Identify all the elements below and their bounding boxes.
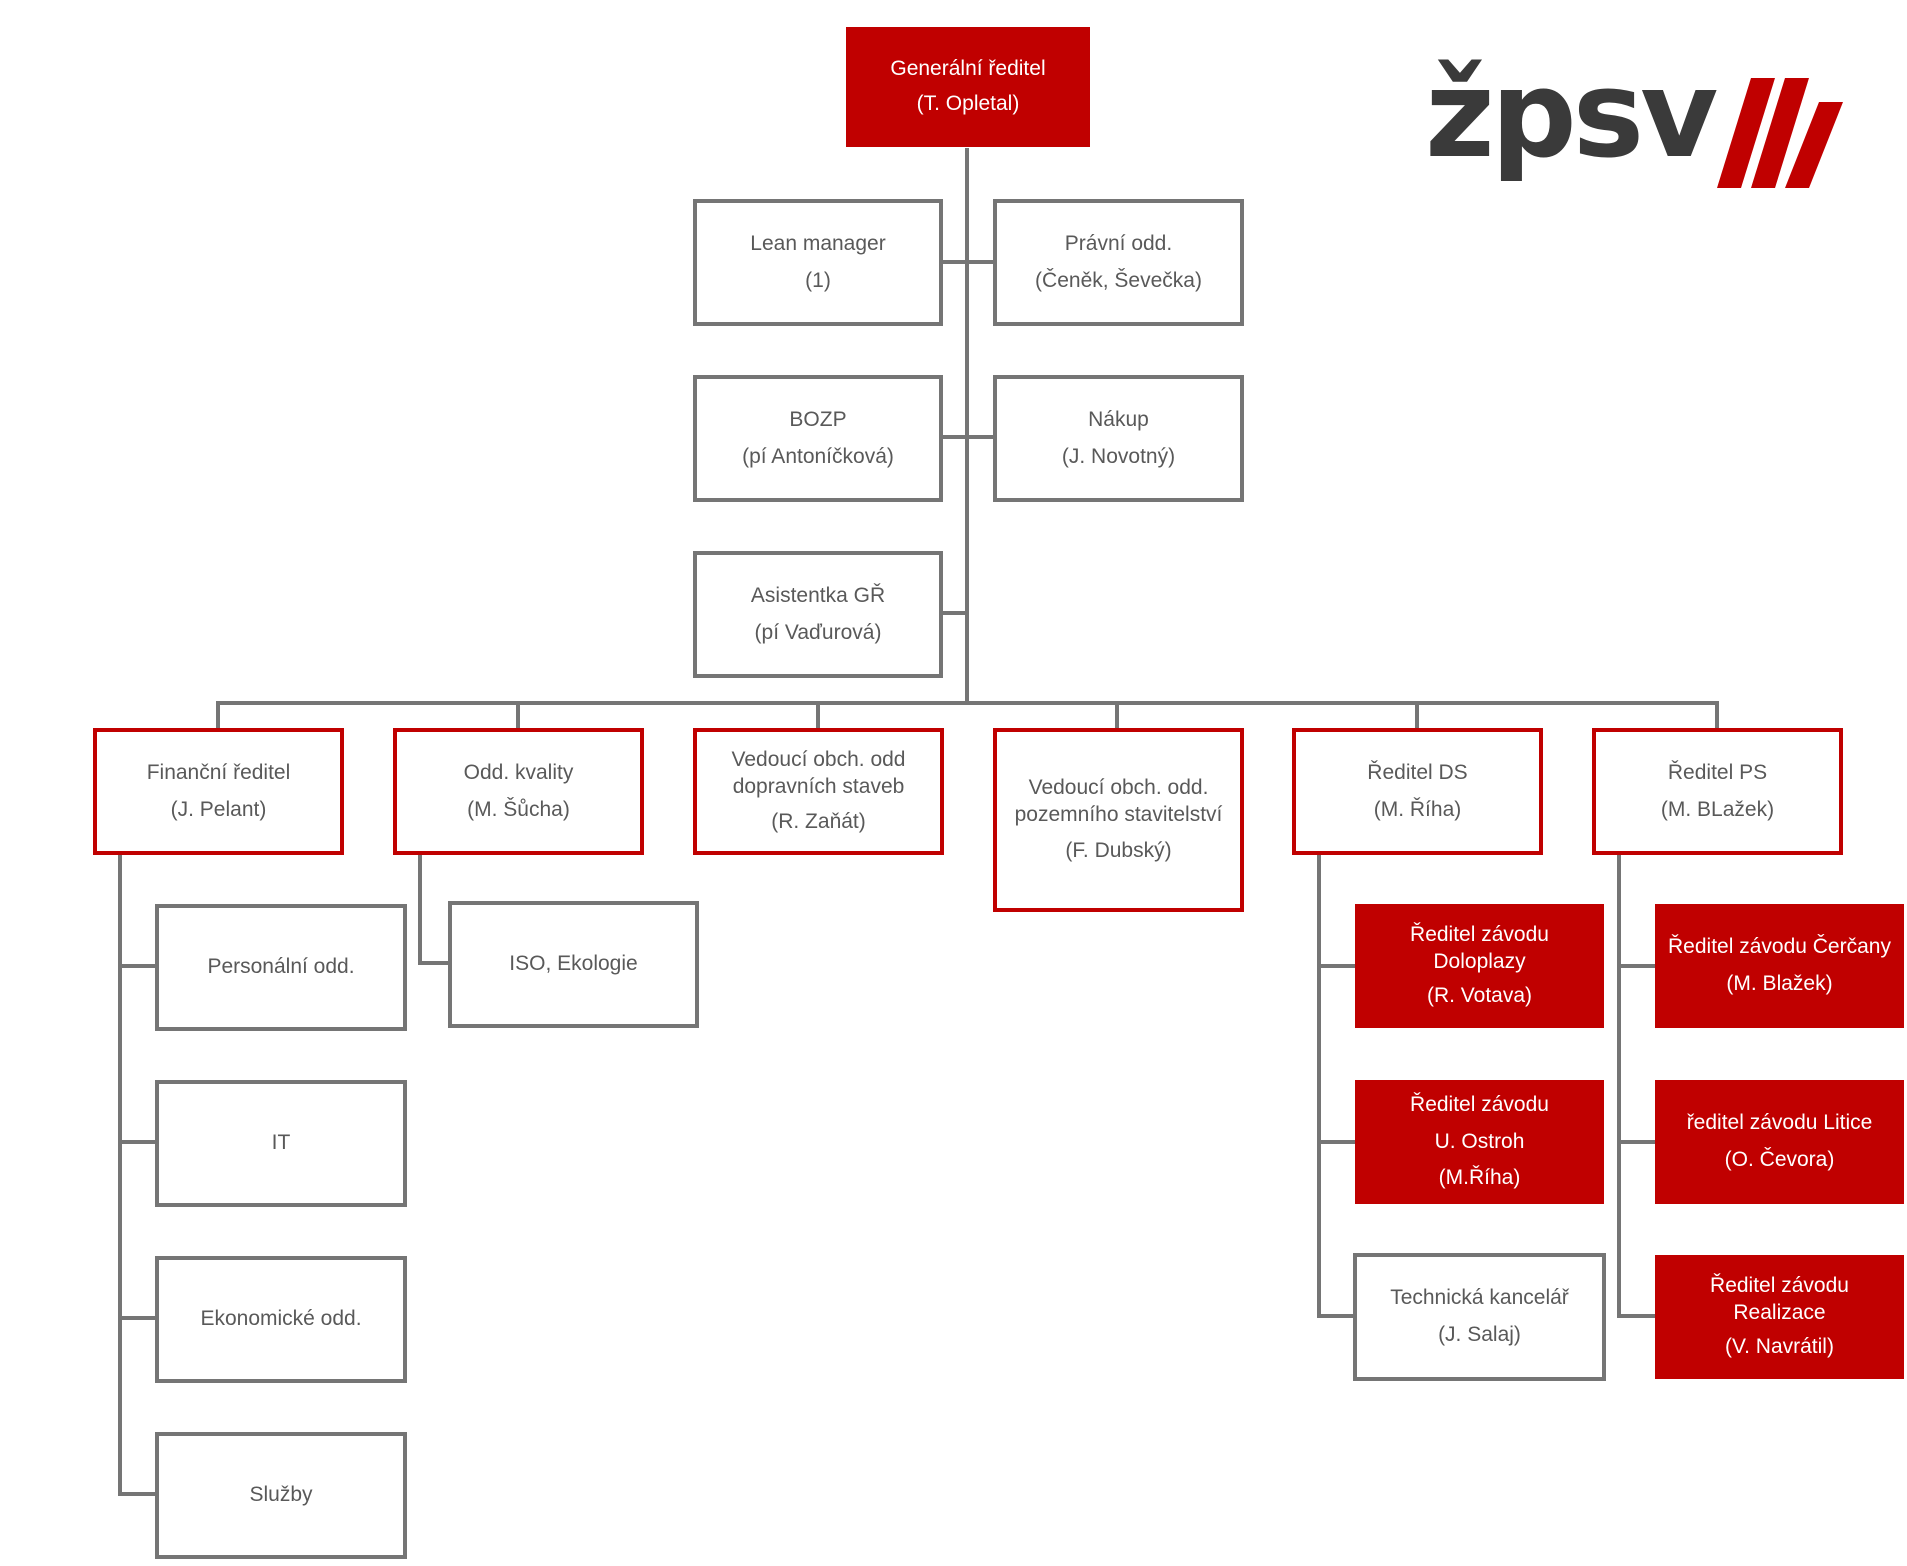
iso-ecology-box: ISO, Ekologie xyxy=(448,901,699,1028)
node-title: Vedoucí obch. odd. xyxy=(1028,775,1209,799)
node-person: (M. Šůcha) xyxy=(467,797,570,821)
economic-dept-box: Ekonomické odd. xyxy=(155,1256,407,1383)
node-person: (F. Dubský) xyxy=(1065,839,1172,863)
plant-litice-box: ředitel závodu Litice (O. Čevora) xyxy=(1655,1080,1904,1204)
node-person: (M.Říha) xyxy=(1438,1166,1521,1190)
node-person: (R. Zaňát) xyxy=(771,809,866,833)
node-title: Ředitel DS xyxy=(1367,760,1468,784)
legal-dept-box: Právní odd. (Čeněk, Ševečka) xyxy=(993,199,1244,326)
finance-director-box: Finanční ředitel (J. Pelant) xyxy=(93,728,344,855)
purchasing-box: Nákup (J. Novotný) xyxy=(993,375,1244,502)
node-title: Právní odd. xyxy=(1064,231,1173,255)
node-title: ISO, Ekologie xyxy=(509,952,638,976)
node-person: (pí Vaďurová) xyxy=(754,620,882,644)
node-title: Ekonomické odd. xyxy=(200,1307,362,1331)
node-title: Ředitel závodu xyxy=(1410,922,1549,946)
node-title: Nákup xyxy=(1088,407,1149,431)
node-title: Služby xyxy=(249,1483,313,1507)
node-title: ředitel závodu Litice xyxy=(1686,1111,1873,1135)
node-title-2: U. Ostroh xyxy=(1434,1129,1525,1153)
general-director-box: Generální ředitel (T. Opletal) xyxy=(846,27,1090,147)
plant-ostroh-box: Ředitel závodu U. Ostroh (M.Říha) xyxy=(1355,1080,1604,1204)
node-title: Vedoucí obch. odd xyxy=(731,748,906,772)
node-title-2: Realizace xyxy=(1733,1300,1826,1324)
node-person: (J. Novotný) xyxy=(1061,444,1176,468)
director-ps-box: Ředitel PS (M. BLažek) xyxy=(1592,728,1843,855)
plant-doloplazy-box: Ředitel závodu Doloplazy (R. Votava) xyxy=(1355,904,1604,1028)
node-title: Asistentka GŘ xyxy=(750,583,886,607)
node-title: Ředitel PS xyxy=(1667,760,1768,784)
assistant-box: Asistentka GŘ (pí Vaďurová) xyxy=(693,551,943,678)
personnel-dept-box: Personální odd. xyxy=(155,904,407,1031)
node-title: Generální ředitel xyxy=(890,57,1046,81)
node-person: (J. Salaj) xyxy=(1438,1323,1521,1346)
node-person: (pí Antoníčková) xyxy=(742,444,894,468)
services-box: Služby xyxy=(155,1432,407,1559)
director-ds-box: Ředitel DS (M. Říha) xyxy=(1292,728,1543,855)
node-title: IT xyxy=(271,1131,291,1155)
building-sales-head-box: Vedoucí obch. odd. pozemního stavitelstv… xyxy=(993,728,1244,912)
node-title: Technická kancelář xyxy=(1390,1286,1569,1310)
node-title: Odd. kvality xyxy=(463,760,574,784)
node-title: Ředitel závodu xyxy=(1410,1092,1549,1116)
quality-dept-box: Odd. kvality (M. Šůcha) xyxy=(393,728,644,855)
node-person: (Čeněk, Ševečka) xyxy=(1035,268,1202,292)
node-title-2: dopravních staveb xyxy=(732,775,905,799)
lean-manager-box: Lean manager (1) xyxy=(693,199,943,326)
node-person: (M. Říha) xyxy=(1373,797,1462,821)
slash-stripes-icon xyxy=(1717,78,1843,188)
technical-office-box: Technická kancelář (J. Salaj) xyxy=(1353,1253,1606,1381)
node-person: (T. Opletal) xyxy=(916,92,1020,115)
node-title: Personální odd. xyxy=(207,955,355,979)
node-person: (M. Blažek) xyxy=(1726,972,1833,995)
node-person: (V. Navrátil) xyxy=(1725,1335,1834,1359)
node-person: (O. Čevora) xyxy=(1724,1148,1835,1171)
node-title-2: pozemního stavitelství xyxy=(1014,802,1223,826)
logo-wordmark: žpsv xyxy=(1425,46,1718,185)
plant-realizace-box: Ředitel závodu Realizace (V. Navrátil) xyxy=(1655,1255,1904,1379)
zpsv-logo: žpsv xyxy=(1425,56,1845,200)
transport-sales-head-box: Vedoucí obch. odd dopravních staveb (R. … xyxy=(693,728,944,855)
plant-cercany-box: Ředitel závodu Čerčany (M. Blažek) xyxy=(1655,904,1904,1028)
node-person: (1) xyxy=(805,268,831,292)
node-title-2: Doloplazy xyxy=(1433,949,1526,973)
node-person: (J. Pelant) xyxy=(170,797,267,821)
node-title: Ředitel závodu Čerčany xyxy=(1668,935,1891,959)
node-title: BOZP xyxy=(789,407,847,431)
bozp-box: BOZP (pí Antoníčková) xyxy=(693,375,943,502)
node-person: (M. BLažek) xyxy=(1660,797,1775,821)
it-box: IT xyxy=(155,1080,407,1207)
node-title: Finanční ředitel xyxy=(146,760,291,784)
node-title: Ředitel závodu xyxy=(1710,1273,1849,1297)
node-title: Lean manager xyxy=(750,231,886,255)
node-person: (R. Votava) xyxy=(1426,984,1533,1008)
